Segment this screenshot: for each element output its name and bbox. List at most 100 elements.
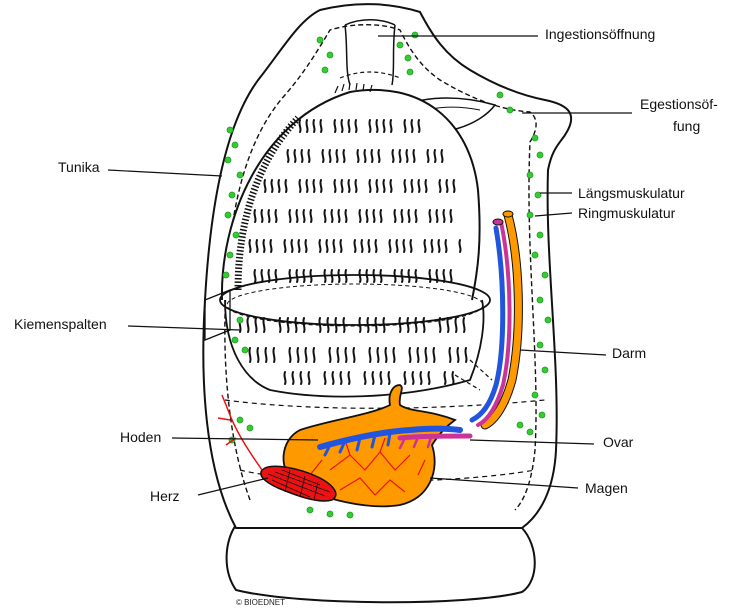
label-herz: Herz xyxy=(150,488,180,504)
gill-slit xyxy=(446,180,447,192)
gill-slit xyxy=(341,120,342,132)
gill-slit xyxy=(284,240,285,252)
gill-slit xyxy=(369,348,370,362)
gill-slit xyxy=(368,240,369,252)
gill-slit xyxy=(411,120,412,132)
gill-slit xyxy=(404,372,405,384)
gill-slit xyxy=(329,150,330,162)
gill-slit xyxy=(427,150,428,162)
gill-slit xyxy=(429,210,430,222)
gill-slit xyxy=(256,240,257,252)
gill-slit xyxy=(261,270,262,282)
gill-slit xyxy=(327,318,328,332)
gill-slit xyxy=(413,150,414,162)
gill-slit xyxy=(453,180,454,192)
gill-slit xyxy=(359,270,360,282)
gill-slit xyxy=(359,210,360,222)
gill-slit xyxy=(284,372,285,384)
muscle-dot xyxy=(327,511,333,517)
gill-slit xyxy=(404,120,405,132)
gill-slit xyxy=(331,210,332,222)
gill-slit xyxy=(450,210,451,222)
gill-slit xyxy=(406,150,407,162)
leader-tunika xyxy=(108,170,222,176)
muscle-dot xyxy=(227,252,233,258)
gill-slit xyxy=(345,270,346,282)
gill-slit xyxy=(389,240,390,252)
gill-slit xyxy=(428,372,429,384)
gill-slit xyxy=(333,240,334,252)
muscle-dot xyxy=(527,212,533,218)
gill-slit xyxy=(447,318,448,332)
gill-slit xyxy=(383,318,384,332)
gill-slit xyxy=(308,372,309,384)
gill-slit xyxy=(369,120,370,132)
gill-slit xyxy=(340,240,341,252)
gill-slit xyxy=(320,180,321,192)
gill-slit xyxy=(278,180,279,192)
gill-slit xyxy=(247,318,248,332)
gill-slit xyxy=(375,240,376,252)
muscle-dot xyxy=(307,507,313,513)
gill-slit xyxy=(418,120,419,132)
label-hoden: Hoden xyxy=(120,429,161,445)
muscle-dot xyxy=(233,232,239,238)
gill-slit xyxy=(270,240,271,252)
gill-slit xyxy=(418,180,419,192)
gill-slit xyxy=(299,180,300,192)
gill-slit xyxy=(444,372,445,384)
gill-slit xyxy=(271,180,272,192)
label-laengsmuskulatur: Längsmuskulatur xyxy=(578,185,685,201)
gill-slit xyxy=(299,120,300,132)
muscle-dot xyxy=(407,69,413,75)
gill-slit xyxy=(455,318,456,332)
muscle-dot xyxy=(542,367,548,373)
gill-slit xyxy=(376,180,377,192)
gill-slit xyxy=(285,180,286,192)
gill-slit xyxy=(407,318,408,332)
gill-slit xyxy=(319,318,320,332)
gill-slit xyxy=(390,120,391,132)
gill-slit xyxy=(425,180,426,192)
gill-slit xyxy=(265,348,266,362)
label-tunika: Tunika xyxy=(58,159,100,175)
gill-slit xyxy=(287,150,288,162)
gill-slit xyxy=(372,372,373,384)
gill-slit xyxy=(324,372,325,384)
muscle-dot xyxy=(227,127,233,133)
gill-slit xyxy=(441,150,442,162)
gill-slit xyxy=(425,348,426,362)
gill-slit xyxy=(289,348,290,362)
muscle-dot xyxy=(237,172,243,178)
gill-slit xyxy=(345,348,346,362)
gill-slit xyxy=(296,270,297,282)
muscle-dot xyxy=(537,232,543,238)
muscle-dot xyxy=(242,347,248,353)
label-ringmuskulatur: Ringmuskulatur xyxy=(578,205,675,221)
gill-slit xyxy=(341,180,342,192)
muscle-dot xyxy=(539,412,545,418)
gill-slit xyxy=(275,210,276,222)
gill-slit xyxy=(268,210,269,222)
gill-slit xyxy=(457,348,458,362)
label-egestionsoeffnung-line2: fung xyxy=(673,118,700,134)
gill-slit xyxy=(404,180,405,192)
gill-slit xyxy=(420,372,421,384)
muscle-dot xyxy=(507,107,513,113)
muscle-dot xyxy=(527,172,533,178)
gill-slit xyxy=(273,348,274,362)
gill-slit xyxy=(359,318,360,332)
gill-slit xyxy=(410,240,411,252)
label-ingestionsoeffnung: Ingestionsöffnung xyxy=(545,26,655,42)
gill-slit xyxy=(305,348,306,362)
muscle-dot xyxy=(397,42,403,48)
gill-slit xyxy=(264,180,265,192)
muscle-dot xyxy=(532,392,538,398)
gill-slit xyxy=(380,210,381,222)
gill-slit xyxy=(313,180,314,192)
gill-slit xyxy=(301,150,302,162)
gill-slit xyxy=(332,372,333,384)
gill-slit xyxy=(366,270,367,282)
gill-slit xyxy=(376,120,377,132)
muscle-dot xyxy=(223,272,229,278)
